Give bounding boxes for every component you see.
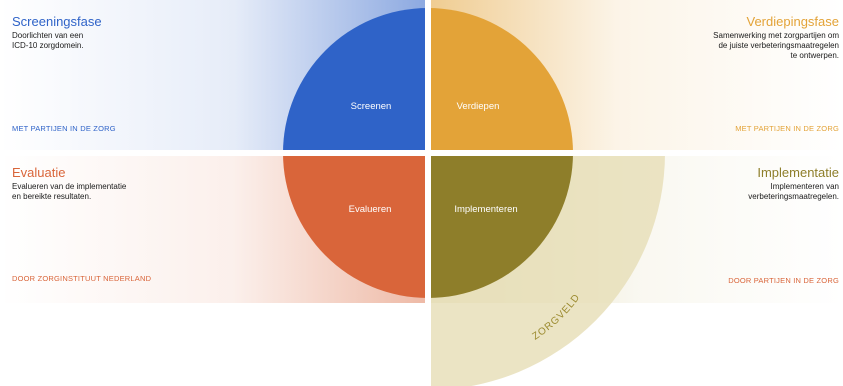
screening-description: Doorlichten van een ICD-10 zorgdomein. — [12, 31, 84, 51]
evaluatie-desc-line: Evalueren van de implementatie — [12, 182, 127, 191]
verdieping-title: Verdiepingsfase — [746, 14, 839, 29]
implementeren-quadrant — [428, 153, 573, 298]
verdiepen-label: Verdiepen — [457, 101, 500, 112]
implementatie-footer: DOOR PARTIJEN IN DE ZORG — [728, 276, 839, 285]
evaluatie-description: Evalueren van de implementatie en bereik… — [12, 182, 126, 202]
implementatie-title: Implementatie — [757, 165, 839, 180]
evalueren-label: Evalueren — [349, 204, 392, 215]
screening-title: Screeningsfase — [12, 14, 102, 29]
implementatie-description: Implementeren van verbeteringsmaatregele… — [748, 182, 839, 202]
verdieping-desc-line: Samenwerking met zorgpartijen om — [713, 31, 839, 40]
implementeren-label: Implementeren — [454, 204, 517, 215]
verdieping-footer: MET PARTIJEN IN DE ZORG — [735, 124, 839, 133]
evalueren-quadrant — [283, 153, 428, 298]
evaluatie-title: Evaluatie — [12, 165, 66, 180]
verdiepen-quadrant — [428, 8, 573, 153]
evaluatie-footer: DOOR ZORGINSTITUUT NEDERLAND — [12, 274, 152, 283]
screening-desc-line: ICD-10 zorgdomein. — [12, 41, 84, 50]
screenen-label: Screenen — [351, 101, 392, 112]
verdieping-description: Samenwerking met zorgpartijen om de juis… — [713, 31, 839, 61]
implementatie-desc-line: verbeteringsmaatregelen. — [748, 192, 839, 201]
evaluatie-desc-line: en bereikte resultaten. — [12, 192, 92, 201]
screening-desc-line: Doorlichten van een — [12, 31, 84, 40]
screening-footer: MET PARTIJEN IN DE ZORG — [12, 124, 116, 133]
verdieping-desc-line: te ontwerpen. — [790, 51, 839, 60]
horizontal-divider — [0, 150, 843, 156]
implementatie-desc-line: Implementeren van — [770, 182, 839, 191]
vertical-divider — [425, 0, 431, 386]
screenen-quadrant — [283, 8, 428, 153]
verdieping-desc-line: de juiste verbeteringsmaatregelen — [718, 41, 839, 50]
